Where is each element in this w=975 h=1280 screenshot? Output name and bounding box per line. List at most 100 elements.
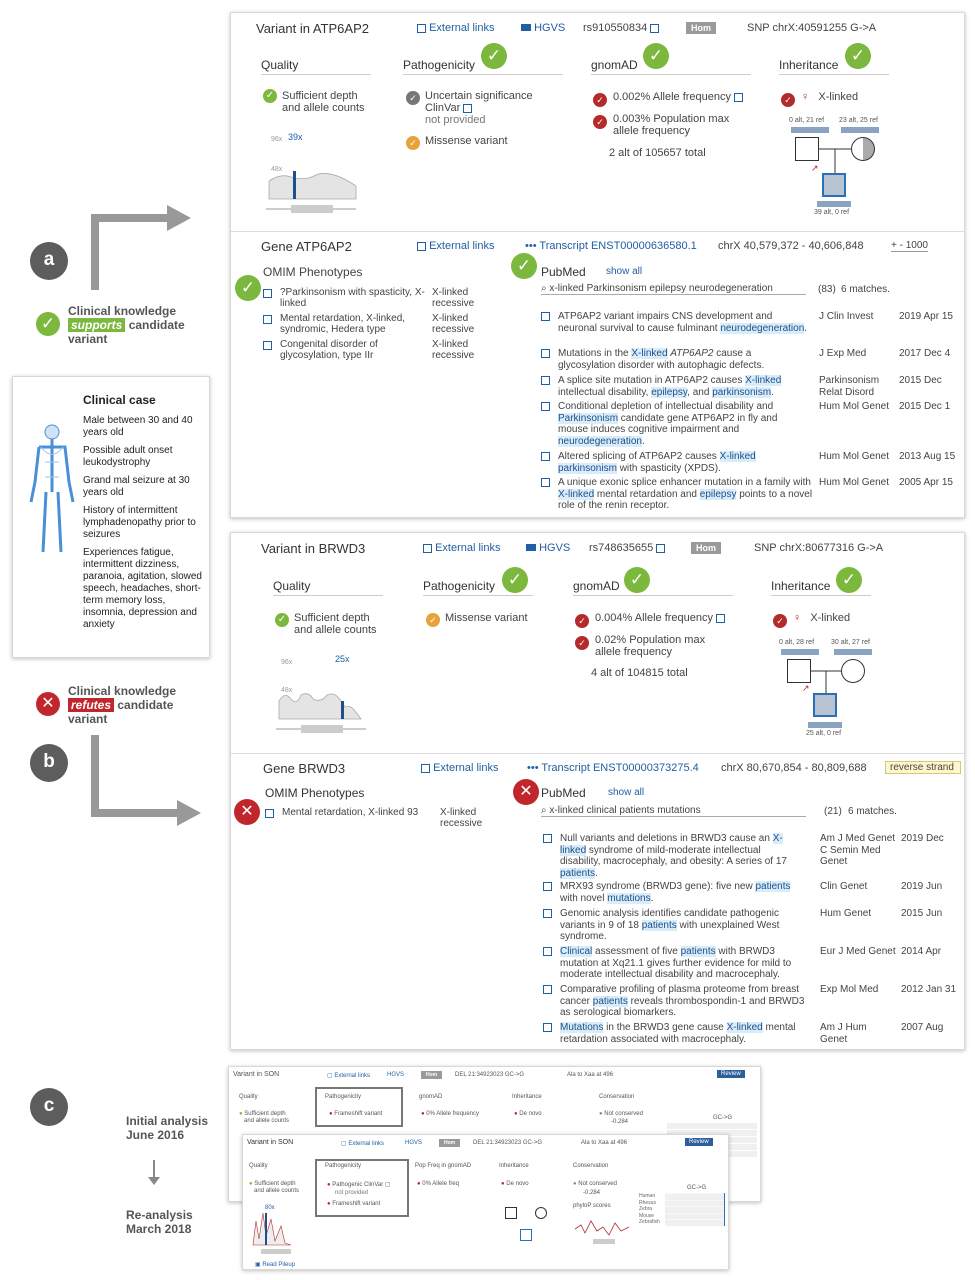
rs-id[interactable]: rs748635655: [589, 542, 666, 554]
external-links[interactable]: External links: [417, 240, 494, 252]
hom-badge: Hom: [686, 22, 716, 34]
transcript-link[interactable]: ••• Transcript ENST00000636580.1: [525, 240, 697, 252]
pubmed-search[interactable]: ⌕ x-linked Parkinsonism epilepsy neurode…: [541, 283, 806, 295]
show-all-link[interactable]: show all: [606, 266, 643, 277]
label-c: c: [30, 1088, 68, 1126]
transcript-icon: •••: [527, 762, 539, 774]
arrow-to-gene-panel: [91, 735, 201, 826]
person-icon: ♀: [793, 612, 802, 624]
clinical-case-card: Clinical case Male between 30 and 40 yea…: [12, 376, 210, 658]
list-item: [543, 833, 552, 845]
depth-histogram: 96x 48x: [276, 659, 366, 733]
list-item: [541, 348, 550, 360]
check-icon: ✓: [624, 567, 650, 593]
gene-title: Gene BRWD3: [263, 761, 346, 776]
hgvs-tag[interactable]: HGVS: [405, 1140, 423, 1146]
hgvs-tag[interactable]: HGVS: [521, 22, 565, 34]
allele-frequency[interactable]: 0.004% Allele frequency: [595, 612, 726, 624]
check-icon: ✓: [593, 92, 607, 107]
external-links[interactable]: External links: [417, 22, 494, 34]
phylop-chart: [574, 1220, 630, 1244]
external-link-icon: [734, 92, 744, 102]
omim-heading: OMIM Phenotypes: [263, 265, 363, 279]
pubmed-heading: PubMed: [541, 786, 586, 800]
external-link-icon: [541, 311, 550, 321]
check-icon: ✓: [481, 43, 507, 69]
variant-panel-atp6ap2: Variant in ATP6AP2 External links HGVS r…: [230, 12, 965, 518]
external-link-icon: [543, 946, 552, 956]
external-link-icon: [716, 613, 726, 623]
mother-circle: [851, 137, 875, 161]
check-icon: ✓: [502, 567, 528, 593]
external-link-icon: [541, 477, 550, 487]
show-all-link[interactable]: show all: [608, 787, 645, 798]
rs-id[interactable]: rs910550834: [583, 22, 660, 34]
external-link-icon: [650, 23, 660, 33]
review-button[interactable]: Review: [717, 1070, 745, 1078]
external-link-icon: [543, 833, 552, 843]
case-item: Male between 30 and 40 years old: [83, 415, 193, 438]
external-links[interactable]: External links: [421, 762, 498, 774]
case-item: History of intermittent lymphadenopathy …: [83, 505, 196, 540]
check-icon: ●: [573, 1181, 577, 1187]
review-button[interactable]: Review: [685, 1138, 713, 1146]
hgvs-tag[interactable]: HGVS: [526, 542, 570, 554]
snp-position: SNP chrX:40591255 G->A: [747, 22, 877, 34]
pathogenicity-heading: Pathogenicity: [403, 58, 563, 75]
father-square: [787, 659, 811, 683]
check-icon: ✓: [406, 90, 420, 105]
x-icon: ✕: [513, 779, 539, 805]
list-item: [541, 477, 550, 489]
list-item: [541, 375, 550, 387]
check-icon: ✓: [845, 43, 871, 69]
list-item: [543, 881, 552, 893]
read-pileup-link[interactable]: ▣ Read Pileup: [255, 1262, 296, 1268]
check-icon: ✓: [511, 253, 537, 279]
allele-frequency[interactable]: 0.002% Allele frequency: [613, 91, 744, 103]
clinvar-status: Uncertain significance: [425, 90, 533, 102]
check-icon: ●: [249, 1181, 253, 1187]
external-link-icon: [423, 543, 432, 553]
svg-text:96x: 96x: [281, 659, 293, 666]
external-links[interactable]: ▢ External links: [341, 1141, 385, 1147]
list-item: [543, 984, 552, 996]
pubmed-search[interactable]: ⌕ x-linked clinical patients mutations: [541, 805, 806, 817]
list-item: [543, 1022, 552, 1034]
depth-value: 25x: [335, 654, 350, 664]
external-link-icon: [263, 289, 272, 298]
list-item: [543, 946, 552, 958]
external-link-icon: [417, 241, 426, 251]
inheritance-heading: Inheritance: [779, 58, 889, 75]
x-icon: ✕: [36, 692, 60, 716]
check-icon: ✓: [36, 312, 60, 336]
external-link-icon: [463, 103, 473, 113]
label-b: b: [30, 744, 68, 782]
reverse-strand-badge: reverse strand: [885, 761, 961, 774]
gene-title: Gene ATP6AP2: [261, 239, 352, 254]
gnomad-heading: gnomAD: [573, 579, 733, 596]
gene-coordinates: chrX 40,579,372 - 40,606,848: [718, 240, 864, 252]
pathogenicity-highlight: [315, 1159, 409, 1217]
list-item: [543, 908, 552, 920]
missense-variant: Missense variant: [425, 135, 508, 147]
link-icon: ▣: [255, 1262, 261, 1268]
transcript-link[interactable]: ••• Transcript ENST00000373275.4: [527, 762, 699, 774]
case-item: Experiences fatigue, intermittent dizzin…: [83, 547, 202, 630]
quality-heading: Quality: [261, 58, 371, 75]
mother-circle: [841, 659, 865, 683]
svg-text:48x: 48x: [271, 166, 283, 173]
external-links[interactable]: ▢ External links: [327, 1073, 371, 1079]
check-icon: ✓: [593, 114, 607, 129]
window-size[interactable]: + - 1000: [891, 240, 928, 252]
check-icon: ✓: [426, 612, 440, 627]
inheritance-mode: ♀ X-linked: [793, 612, 851, 624]
depth-histogram: 96x 48x: [266, 136, 357, 213]
svg-text:96x: 96x: [271, 136, 283, 143]
external-link-icon: [543, 881, 552, 891]
refutes-annotation: ✕ Clinical knowledge refutes candidate v…: [36, 684, 206, 726]
x-icon: ✕: [234, 799, 260, 825]
hgvs-tag[interactable]: HGVS: [387, 1072, 405, 1078]
external-links[interactable]: External links: [423, 542, 500, 554]
